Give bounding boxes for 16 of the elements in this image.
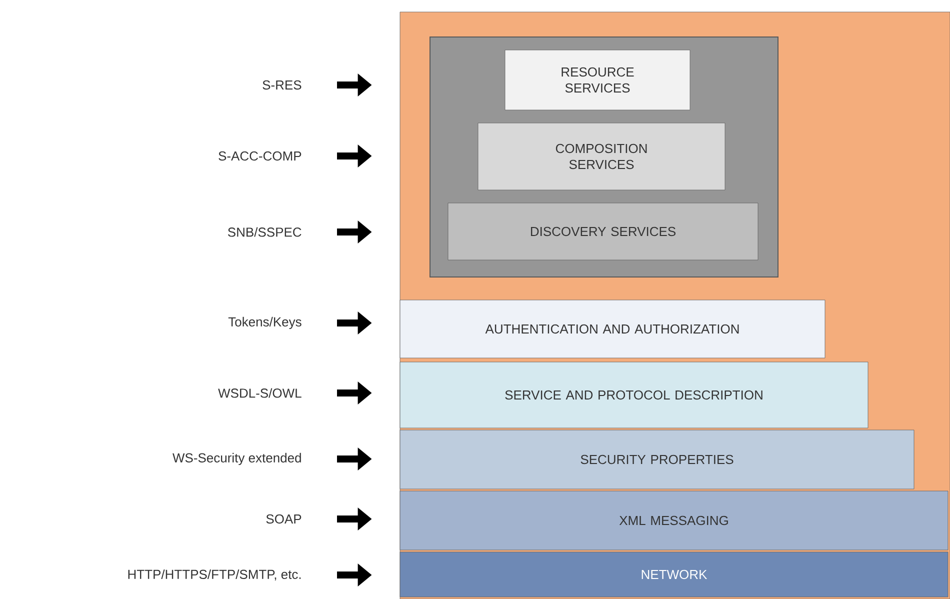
protocol-label: S-RES — [262, 80, 302, 90]
protocol-label: SOAP — [266, 514, 302, 524]
protocol-label: S-ACC-COMP — [218, 151, 302, 161]
layer-box: NETWORK — [400, 552, 948, 598]
service-box: RESOURCE SERVICES — [504, 50, 690, 110]
protocol-label: SNB/SSPEC — [228, 227, 302, 237]
layer-box: XML MESSAGING — [400, 490, 948, 550]
layer-box: SERVICE AND PROTOCOL DESCRIPTION — [400, 362, 868, 428]
service-box: DISCOVERY SERVICES — [448, 202, 758, 260]
layer-box: SECURITY PROPERTIES — [400, 430, 914, 490]
protocol-label: WSDL-S/OWL — [218, 388, 302, 398]
layer-box: AUTHENTICATION AND AUTHORIZATION — [400, 300, 826, 358]
protocol-label: Tokens/Keys — [228, 316, 302, 330]
protocol-label: HTTP/HTTPS/FTP/SMTP, etc. — [128, 569, 301, 581]
service-box: COMPOSITION SERVICES — [478, 122, 726, 190]
protocol-label: WS-Security extended — [172, 452, 301, 466]
